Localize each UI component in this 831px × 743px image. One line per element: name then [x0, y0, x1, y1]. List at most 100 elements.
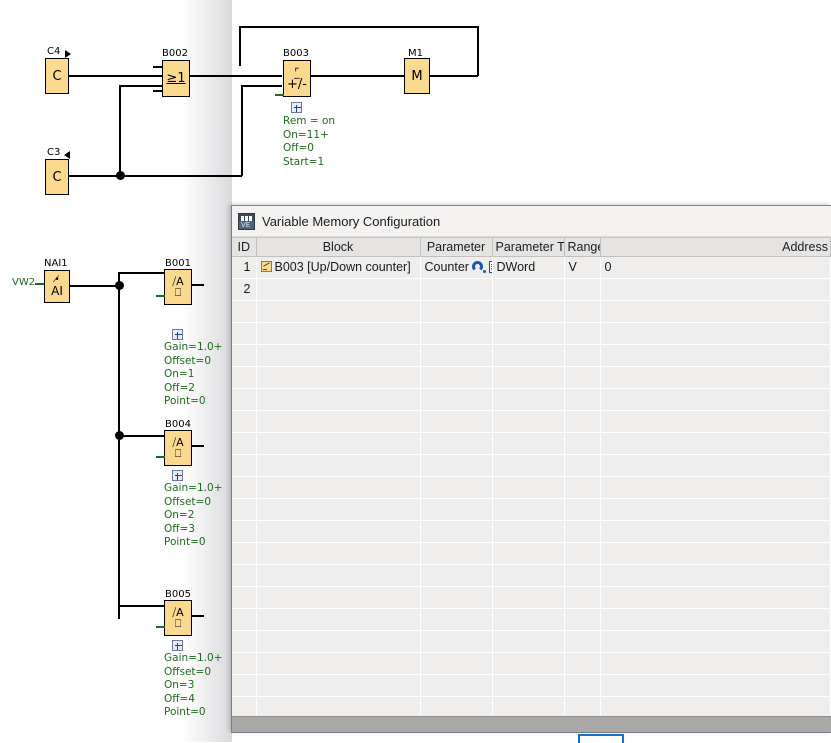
block-m1[interactable]: M [404, 58, 430, 94]
table-row-empty[interactable] [232, 388, 831, 410]
table-row-empty[interactable] [232, 586, 831, 608]
column-header-parameter-type[interactable]: Parameter Type [492, 238, 564, 256]
wire-b003-to-m1 [311, 75, 405, 77]
cell-parameter[interactable] [420, 278, 492, 300]
cell-empty [256, 696, 420, 716]
b001-param-3: Off=2 [164, 382, 222, 396]
cell-empty [232, 476, 256, 498]
cell-empty [232, 388, 256, 410]
wire-bus-to-b001 [118, 272, 164, 274]
cell-empty [420, 410, 492, 432]
wire-into-b003-in2 [241, 85, 282, 87]
cell-empty [256, 498, 420, 520]
variable-memory-configuration-dialog[interactable]: VE Variable Memory Configuration ID Bloc… [231, 205, 831, 733]
block-b003[interactable]: ⌜̲ +/- [283, 60, 311, 97]
column-header-block[interactable]: Block [256, 238, 420, 256]
block-label-b001: B001 [165, 258, 191, 269]
b004-param-2: On=2 [164, 509, 222, 523]
cell-parameter-type[interactable] [492, 278, 564, 300]
cell-empty [564, 630, 600, 652]
block-c3[interactable]: C [45, 159, 69, 195]
dialog-footer [232, 716, 831, 732]
b001-green-stub [156, 295, 165, 297]
column-header-parameter[interactable]: Parameter [420, 238, 492, 256]
table-row-empty[interactable] [232, 674, 831, 696]
column-header-address[interactable]: Address [600, 238, 831, 256]
b001-param-2: On=1 [164, 368, 222, 382]
cell-empty [256, 410, 420, 432]
cell-empty [232, 608, 256, 630]
cell-empty [420, 454, 492, 476]
wire-junction-c3 [116, 171, 125, 180]
cell-empty [256, 344, 420, 366]
cell-parameter[interactable]: Counter [420, 256, 492, 278]
b004-output-stub [192, 445, 204, 447]
b003-parameter-list: Rem = on On=11+ Off=0 Start=1 [283, 115, 335, 169]
cell-empty [256, 652, 420, 674]
block-m1-symbol: M [411, 69, 422, 84]
table-row-empty[interactable] [232, 476, 831, 498]
table-row-empty[interactable] [232, 454, 831, 476]
table-row-empty[interactable] [232, 322, 831, 344]
variable-memory-table-container[interactable]: ID Block Parameter Parameter Type Range … [232, 237, 831, 716]
cell-empty [232, 586, 256, 608]
cell-empty [564, 300, 600, 322]
b003-param-3: Start=1 [283, 156, 335, 170]
table-row-empty[interactable] [232, 366, 831, 388]
analog-input-label: VW2 [12, 277, 35, 288]
b004-param-0: Gain=1.0+ [164, 482, 222, 496]
cell-empty [420, 300, 492, 322]
table-row-empty[interactable] [232, 520, 831, 542]
cell-empty [564, 542, 600, 564]
table-row-empty[interactable] [232, 630, 831, 652]
cell-block[interactable]: B003 [Up/Down counter] [256, 256, 420, 278]
b004-param-1: Offset=0 [164, 496, 222, 510]
table-row-empty[interactable] [232, 564, 831, 586]
table-row-empty[interactable] [232, 542, 831, 564]
table-body[interactable]: 1B003 [Up/Down counter]CounterDWordV02 [232, 256, 831, 716]
cell-empty [256, 608, 420, 630]
cell-block[interactable] [256, 278, 420, 300]
block-b002[interactable]: ≥1 [162, 60, 190, 97]
plus-box-icon-b003[interactable] [291, 102, 302, 113]
table-row-empty[interactable] [232, 608, 831, 630]
table-row[interactable]: 1B003 [Up/Down counter]CounterDWordV0 [232, 256, 831, 278]
cell-empty [564, 454, 600, 476]
table-row-empty[interactable] [232, 432, 831, 454]
cell-address[interactable] [600, 278, 831, 300]
triangle-left-icon [64, 151, 70, 159]
cell-empty [420, 652, 492, 674]
refresh-icon[interactable] [472, 260, 486, 274]
b004-green-stub [156, 456, 165, 458]
dialog-titlebar[interactable]: VE Variable Memory Configuration [232, 206, 831, 237]
table-row-empty[interactable] [232, 498, 831, 520]
cell-empty [420, 498, 492, 520]
cell-empty [564, 608, 600, 630]
wire-m1-to-feedback [430, 75, 478, 77]
block-b001[interactable]: ⧸A ⎕ [164, 269, 192, 305]
cell-parameter-type[interactable]: DWord [492, 256, 564, 278]
cell-empty [492, 586, 564, 608]
cell-range[interactable]: V [564, 256, 600, 278]
column-header-id[interactable]: ID [232, 238, 256, 256]
cell-empty [420, 586, 492, 608]
table-row-empty[interactable] [232, 300, 831, 322]
b004-param-4: Point=0 [164, 536, 222, 550]
block-nai1[interactable]: •̸ AI [44, 270, 70, 303]
table-row-empty[interactable] [232, 410, 831, 432]
column-header-range[interactable]: Range [564, 238, 600, 256]
cell-empty [564, 696, 600, 716]
b005-param-2: On=3 [164, 679, 222, 693]
table-row[interactable]: 2 [232, 278, 831, 300]
block-c4[interactable]: C [45, 58, 69, 94]
table-row-empty[interactable] [232, 652, 831, 674]
b003-param-1: On=11+ [283, 129, 335, 143]
cell-empty [492, 542, 564, 564]
table-row-empty[interactable] [232, 344, 831, 366]
variable-memory-table[interactable]: ID Block Parameter Parameter Type Range … [232, 238, 831, 716]
cell-empty [420, 476, 492, 498]
cell-address[interactable]: 0 [600, 256, 831, 278]
cell-range[interactable] [564, 278, 600, 300]
b005-param-4: Point=0 [164, 706, 222, 720]
table-row-empty[interactable] [232, 696, 831, 716]
